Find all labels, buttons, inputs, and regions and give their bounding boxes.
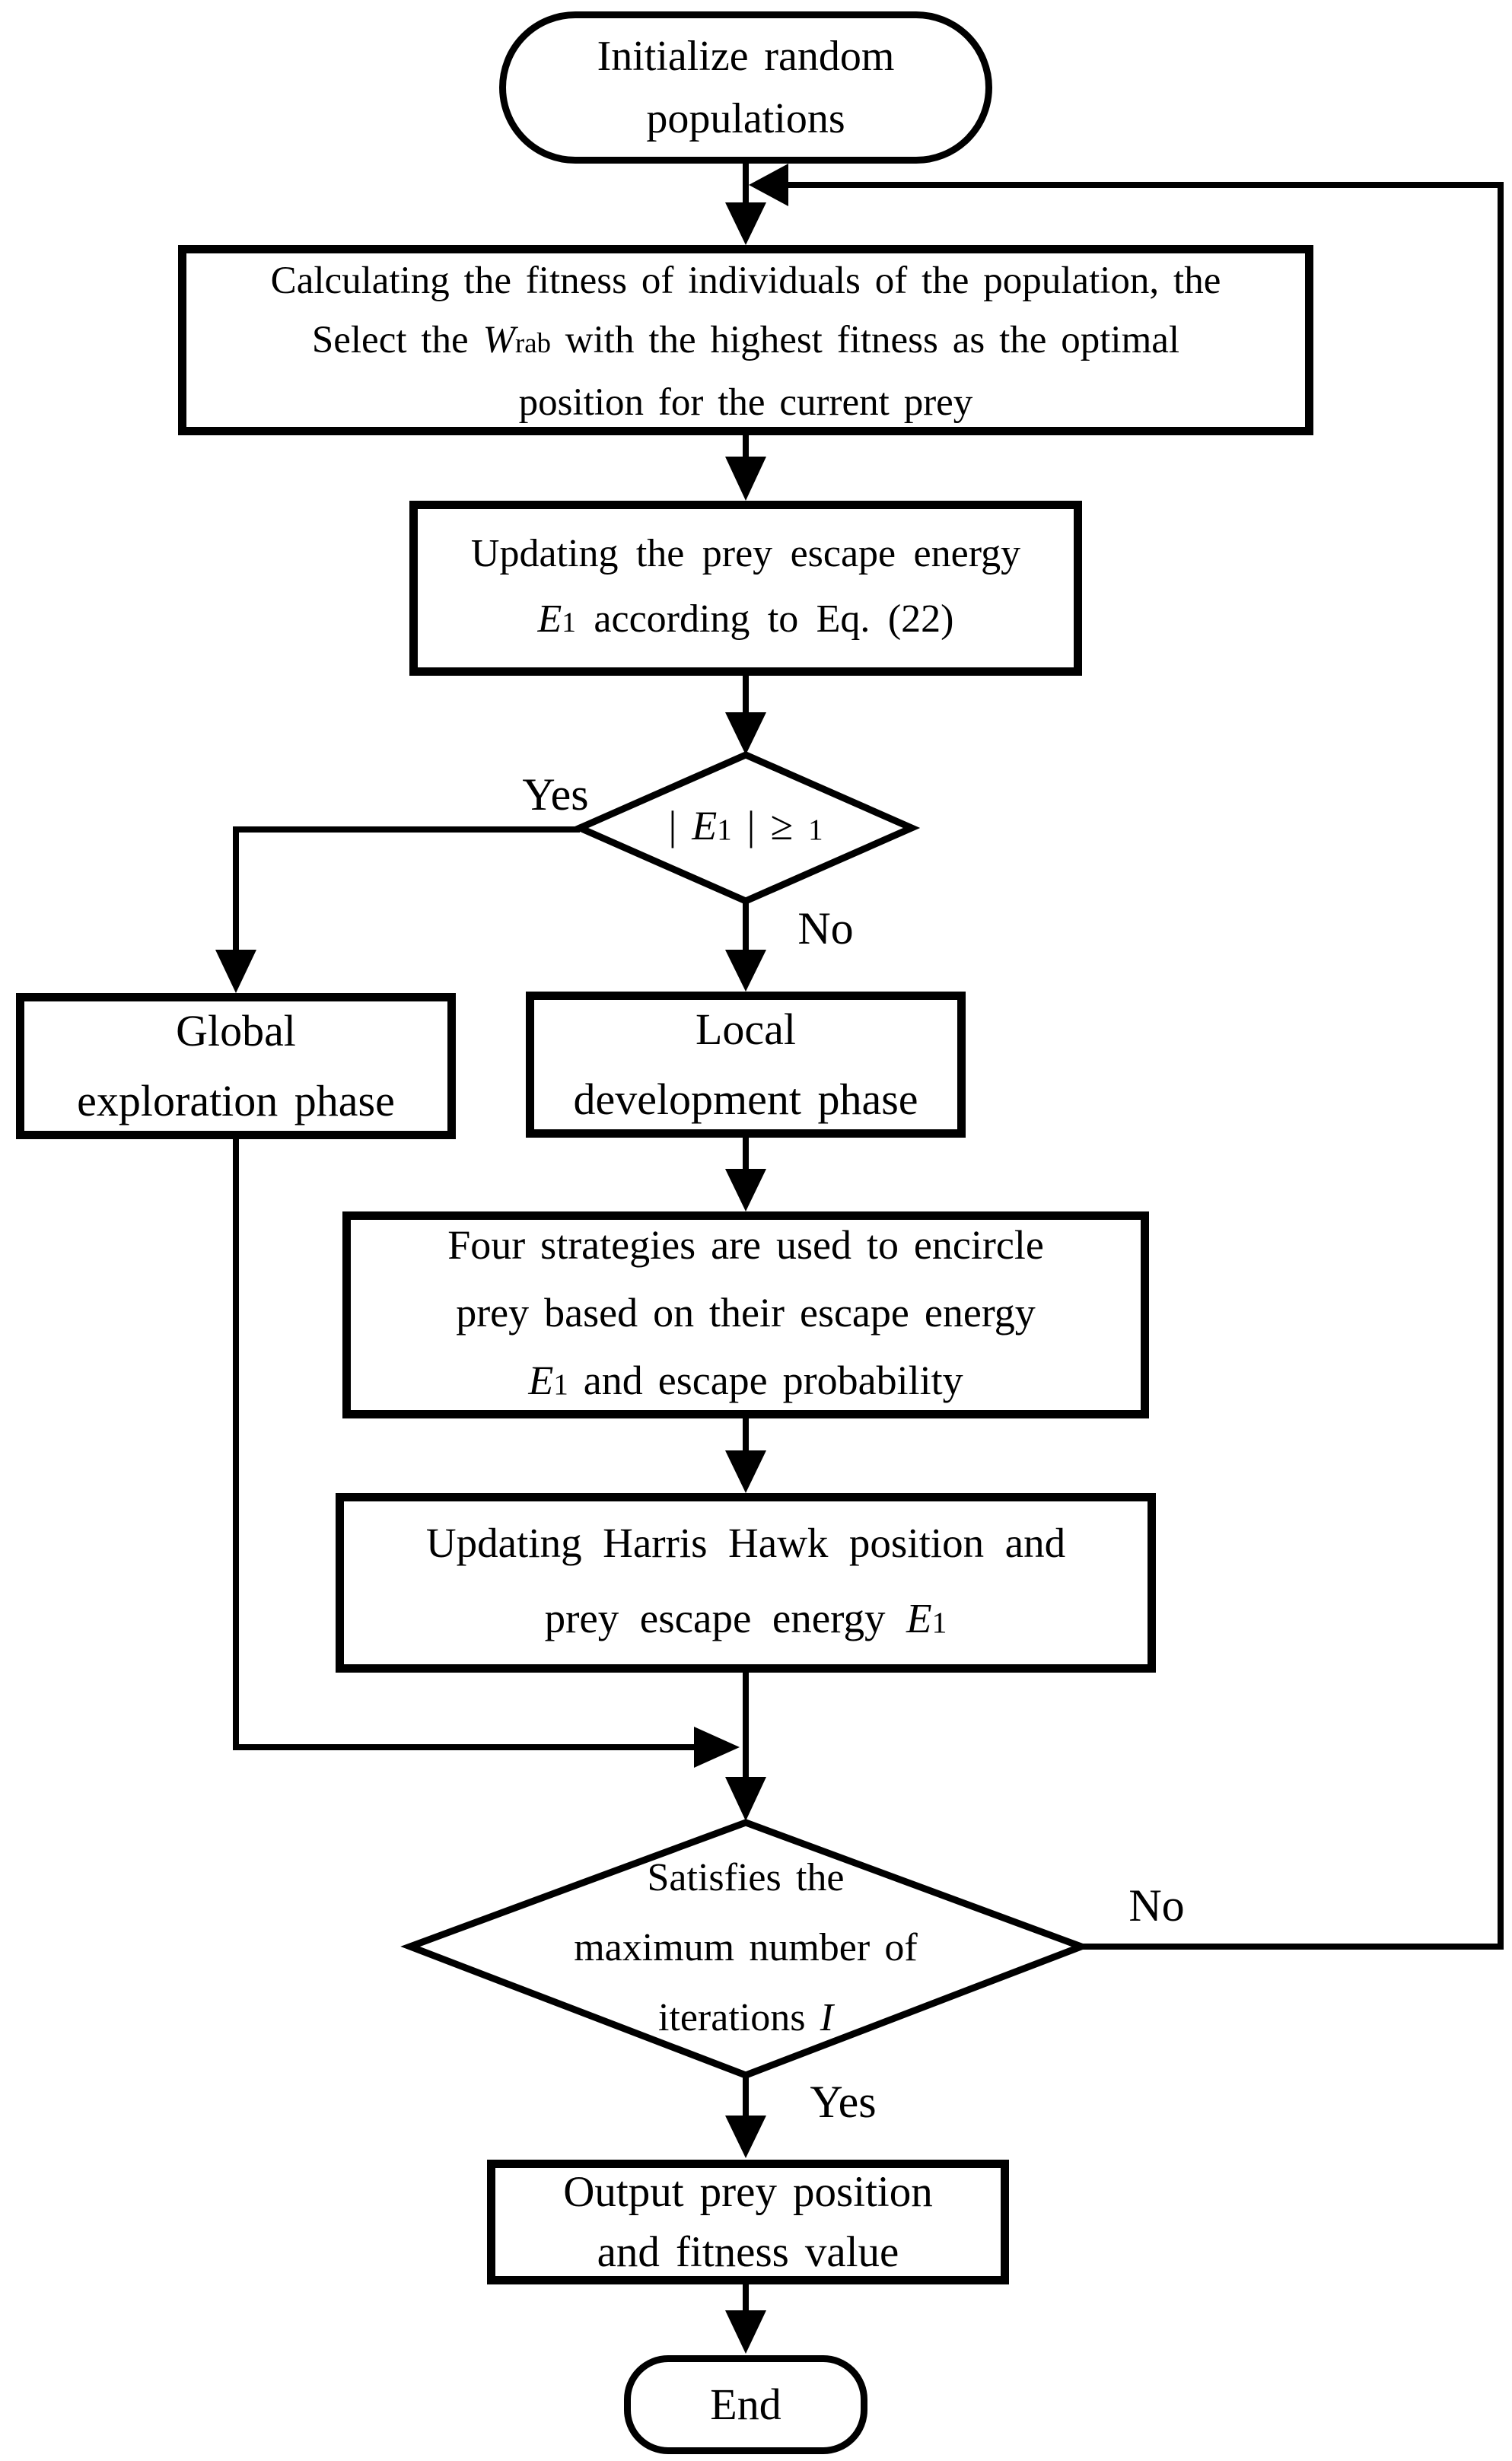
arrowhead-global-join-right [694, 1727, 740, 1768]
connector-no-feedback-loop [788, 182, 1504, 1950]
node-global-phase [16, 993, 456, 1139]
arrowhead-into-calc [725, 202, 766, 245]
node-start [499, 11, 992, 164]
arrowhead-into-end [725, 2310, 766, 2354]
node-update-hawk [336, 1493, 1156, 1673]
node-decision-energy-label: | E1 | ≥ 1 [668, 803, 823, 848]
arrowhead-into-local [725, 950, 766, 992]
node-local-phase [526, 992, 966, 1138]
arrowhead-into-strategies [725, 1169, 766, 1211]
arrowhead-into-global [215, 950, 256, 993]
node-calc-fitness-label: Calculating the fitness of individuals o… [270, 259, 1221, 424]
arrowhead-into-decision-energy [725, 712, 766, 755]
node-calc-fitness [178, 245, 1313, 435]
connector-global-join [233, 1138, 694, 1750]
node-decision-energy-shape [571, 751, 921, 905]
node-decision-iterations-shape [400, 1819, 1091, 2079]
edge-label-no-iterations: No [1128, 1880, 1185, 1931]
arrowhead-feedback-left [749, 164, 788, 206]
arrowhead-into-energy [725, 457, 766, 501]
arrowhead-into-decision-iterations [725, 1777, 766, 1821]
arrowhead-into-hawk [725, 1450, 766, 1493]
edge-label-yes-iterations: Yes [810, 2077, 877, 2127]
node-update-energy [409, 501, 1082, 676]
edge-label-no-energy: No [797, 903, 854, 954]
connector-yes-to-global [233, 826, 580, 950]
arrowhead-into-output [725, 2116, 766, 2158]
node-end [624, 2355, 867, 2454]
node-output [487, 2160, 1009, 2284]
edge-label-yes-energy: Yes [522, 769, 589, 820]
node-four-strategies [342, 1211, 1149, 1418]
node-end-label: End [710, 2380, 781, 2429]
